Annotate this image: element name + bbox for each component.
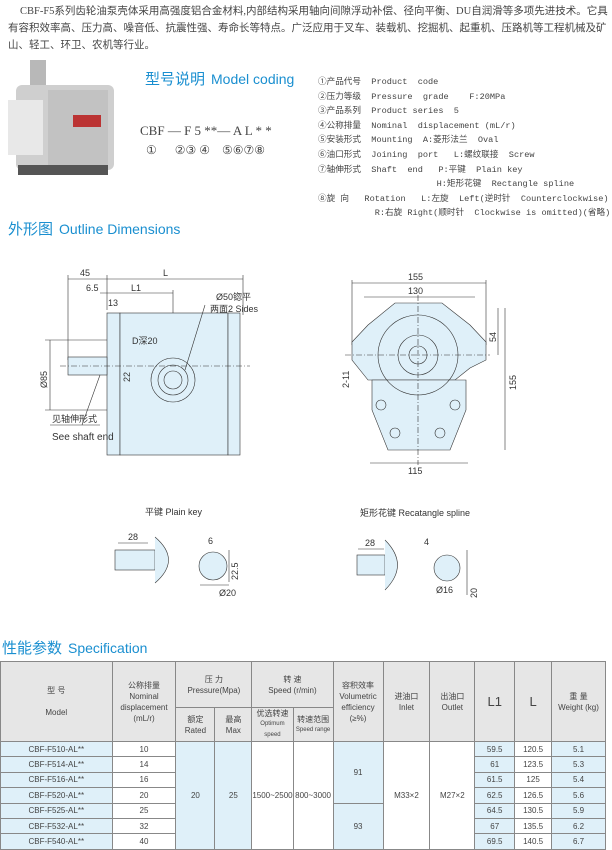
intro-text: CBF-F5系列齿轮油泵壳体采用高强度铝合金材料,内部结构采用轴向间隙浮动补偿、… [8, 6, 608, 51]
spline-28: 28 [365, 538, 375, 548]
plain-key-title: 平键 Plain key [145, 506, 203, 517]
dim-front-54: 54 [488, 332, 498, 342]
coding-item: ④公称排量 Nominal displacement (mL/r) [318, 120, 516, 131]
model-code-index: ① ②③ ④ ⑤⑥⑦⑧ [146, 143, 266, 157]
spline-phi16: Ø16 [436, 585, 453, 595]
coding-item: R:右旋 Right(顺时针 Clockwise is omitted)(省略) [318, 208, 611, 219]
plain-key-6: 6 [208, 536, 213, 546]
dim-22: 22 [122, 372, 132, 382]
coding-item: ③产品系列 Product series 5 [318, 106, 459, 117]
outline-drawings: 45 L 6.5 L1 13 Ø50锪平 两面2 Sides D深20 22 Ø… [39, 268, 518, 598]
dim-holes: 2-11 [341, 371, 351, 388]
spline-title: 矩形花键 Recatangle spline [360, 507, 470, 518]
label-depth: D深20 [132, 336, 158, 346]
coding-item: ⑥油口形式 Joining port L:螺纹联接 Screw [318, 149, 535, 160]
header-l1: L1 [474, 661, 516, 742]
coding-item: ⑧旋 向 Rotation L:左旋 Left(逆时针 Counterclock… [318, 193, 609, 204]
shaft-end-cn: 见轴伸形式 [52, 413, 97, 424]
model-coding-list: ①产品代号 Product code ②压力等级 Pressure grade F… [318, 75, 610, 221]
dim-front-130: 130 [408, 286, 423, 296]
header-l: L [514, 661, 553, 742]
spline-4: 4 [424, 537, 429, 547]
dim-phi85: Ø85 [39, 371, 49, 388]
dim-phi50: Ø50锪平 [216, 291, 251, 302]
spline-drawing [356, 539, 468, 595]
dim-front-155-v: 155 [508, 375, 518, 390]
coding-item: H:矩形花键 Rectangle spline [318, 179, 575, 190]
coding-item: ①产品代号 Product code [318, 77, 439, 87]
plain-key-drawing [114, 536, 230, 586]
dim-6-5: 6.5 [86, 283, 99, 293]
front-view [345, 280, 506, 465]
dim-front-155: 155 [408, 272, 423, 282]
shaft-end-en: See shaft end [52, 432, 114, 443]
plain-key-22-5: 22.5 [230, 562, 240, 580]
dim-13: 13 [108, 298, 118, 308]
model-code: CBF — F 5 **— A L * * [140, 123, 272, 138]
plain-key-28: 28 [128, 532, 138, 542]
dim-45: 45 [80, 268, 90, 278]
coding-item: ⑤安装形式 Mounting A:菱形法兰 Oval [318, 135, 499, 146]
side-view [45, 275, 250, 456]
coding-item: ②压力等级 Pressure grade F:20MPa [318, 91, 506, 102]
label-2-sides: 两面2 Sides [210, 304, 259, 314]
dim-l1: L1 [131, 283, 141, 293]
pump-photo [8, 60, 114, 175]
dim-front-115: 115 [408, 466, 422, 476]
spline-20: 20 [469, 588, 479, 598]
plain-key-phi20: Ø20 [219, 588, 236, 598]
coding-item: ⑦轴伸形式 Shaft end P:平键 Plain key [318, 164, 523, 175]
dim-l: L [163, 268, 168, 278]
